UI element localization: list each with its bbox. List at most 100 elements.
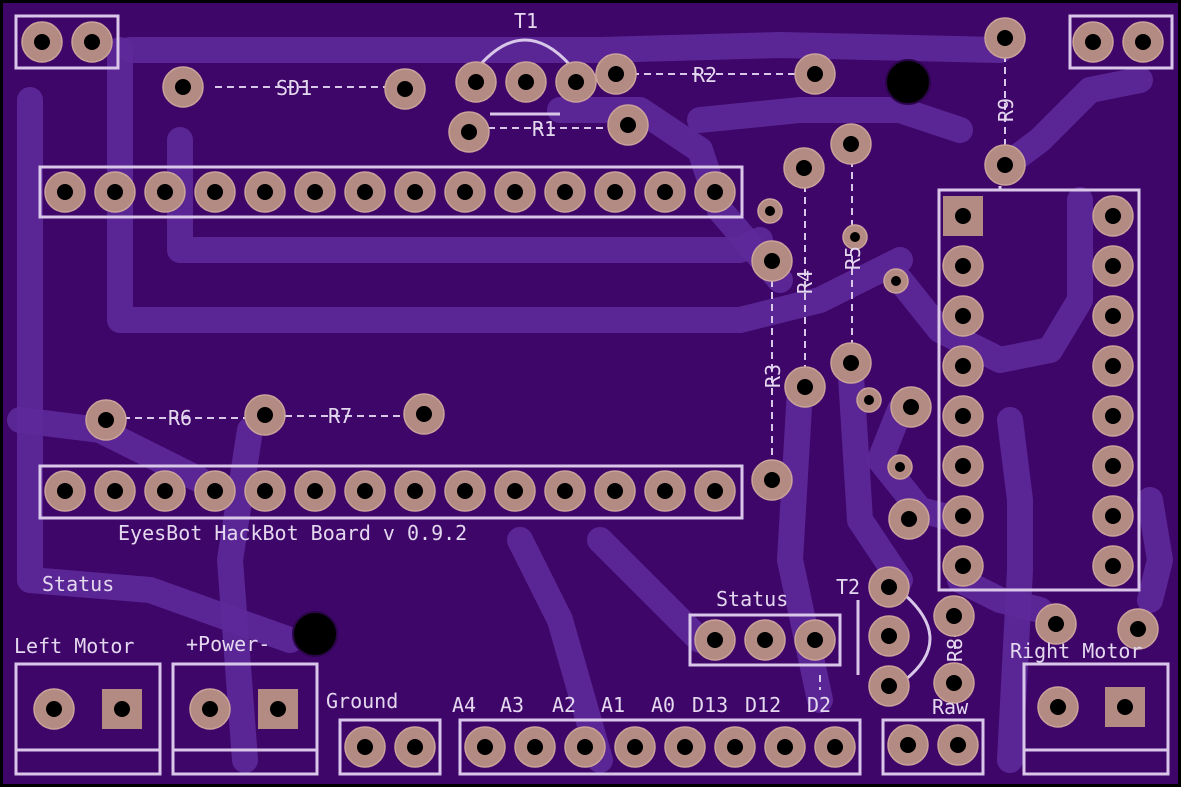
pads-layer: [21, 17, 1164, 768]
label-raw: Raw: [932, 695, 969, 719]
pad: [830, 123, 872, 165]
pad: [942, 545, 984, 587]
label-power: +Power-: [186, 632, 270, 656]
pad: [664, 726, 706, 768]
pad: [494, 171, 536, 213]
pad: [294, 470, 336, 512]
pad: [942, 295, 984, 337]
pad: [943, 196, 983, 236]
pad: [544, 171, 586, 213]
label-right-motor: Right Motor: [1010, 639, 1142, 663]
label-status-right: Status: [716, 587, 788, 611]
pad: [444, 470, 486, 512]
label-t1: T1: [514, 9, 538, 33]
pad: [714, 726, 756, 768]
label-r7: R7: [328, 404, 352, 428]
pad: [942, 245, 984, 287]
pad: [94, 470, 136, 512]
pad: [505, 61, 547, 103]
pad: [244, 171, 286, 213]
label-a3: A3: [500, 693, 524, 717]
label-ground: Ground: [326, 689, 398, 713]
pad: [856, 387, 882, 413]
label-d13: D13: [692, 693, 728, 717]
pad: [784, 366, 826, 408]
pad: [71, 21, 113, 63]
pad: [595, 53, 637, 95]
pad: [194, 470, 236, 512]
pad: [455, 61, 497, 103]
pad: [888, 498, 930, 540]
label-a1: A1: [601, 693, 625, 717]
pad: [644, 470, 686, 512]
pad: [344, 726, 386, 768]
pad: [44, 171, 86, 213]
pad: [783, 147, 825, 189]
mounting-hole: [292, 611, 338, 657]
pad: [933, 595, 975, 637]
label-a4: A4: [452, 693, 476, 717]
pad: [394, 171, 436, 213]
pad: [244, 470, 286, 512]
pad: [942, 445, 984, 487]
pad: [830, 342, 872, 384]
pad: [1092, 295, 1134, 337]
pad: [1035, 603, 1077, 645]
board-title: EyesBot HackBot Board v 0.9.2: [118, 521, 467, 545]
label-t2: T2: [836, 575, 860, 599]
pad: [85, 399, 127, 441]
pad: [883, 268, 909, 294]
label-status-left: Status: [42, 572, 114, 596]
pad: [942, 395, 984, 437]
pad: [694, 619, 736, 661]
pad: [144, 171, 186, 213]
pad: [942, 345, 984, 387]
pad: [868, 566, 910, 608]
label-a0: A0: [651, 693, 675, 717]
pad: [814, 726, 856, 768]
pad: [594, 470, 636, 512]
pad: [984, 17, 1026, 59]
pad: [444, 171, 486, 213]
pad: [890, 386, 932, 428]
pad: [344, 171, 386, 213]
pad: [384, 68, 426, 110]
pad: [94, 171, 136, 213]
pad: [842, 224, 868, 250]
pad: [694, 171, 736, 213]
pad: [162, 66, 204, 108]
pad: [1092, 245, 1134, 287]
pad: [1092, 195, 1134, 237]
pad: [694, 470, 736, 512]
label-r8: R8: [943, 638, 967, 662]
pad: [1092, 345, 1134, 387]
pad: [984, 144, 1026, 186]
label-r6: R6: [168, 406, 192, 430]
copper-traces: [7, 32, 1173, 773]
pad: [757, 198, 783, 224]
label-r9: R9: [994, 98, 1018, 122]
pad: [394, 470, 436, 512]
pad: [614, 726, 656, 768]
pad: [294, 171, 336, 213]
pad: [564, 726, 606, 768]
pad: [258, 689, 298, 729]
pad: [403, 393, 445, 435]
board-substrate: [3, 3, 1178, 784]
pad: [194, 171, 236, 213]
pad: [1092, 395, 1134, 437]
pad: [887, 724, 929, 766]
pad: [744, 619, 786, 661]
pad: [102, 689, 142, 729]
label-d12: D12: [745, 693, 781, 717]
pad: [764, 726, 806, 768]
pad: [494, 470, 536, 512]
pad: [464, 726, 506, 768]
pad: [933, 662, 975, 704]
label-r4: R4: [793, 270, 817, 294]
pad: [794, 619, 836, 661]
pad: [189, 688, 231, 730]
label-sd1: SD1: [276, 76, 312, 100]
label-r3: R3: [761, 364, 785, 388]
